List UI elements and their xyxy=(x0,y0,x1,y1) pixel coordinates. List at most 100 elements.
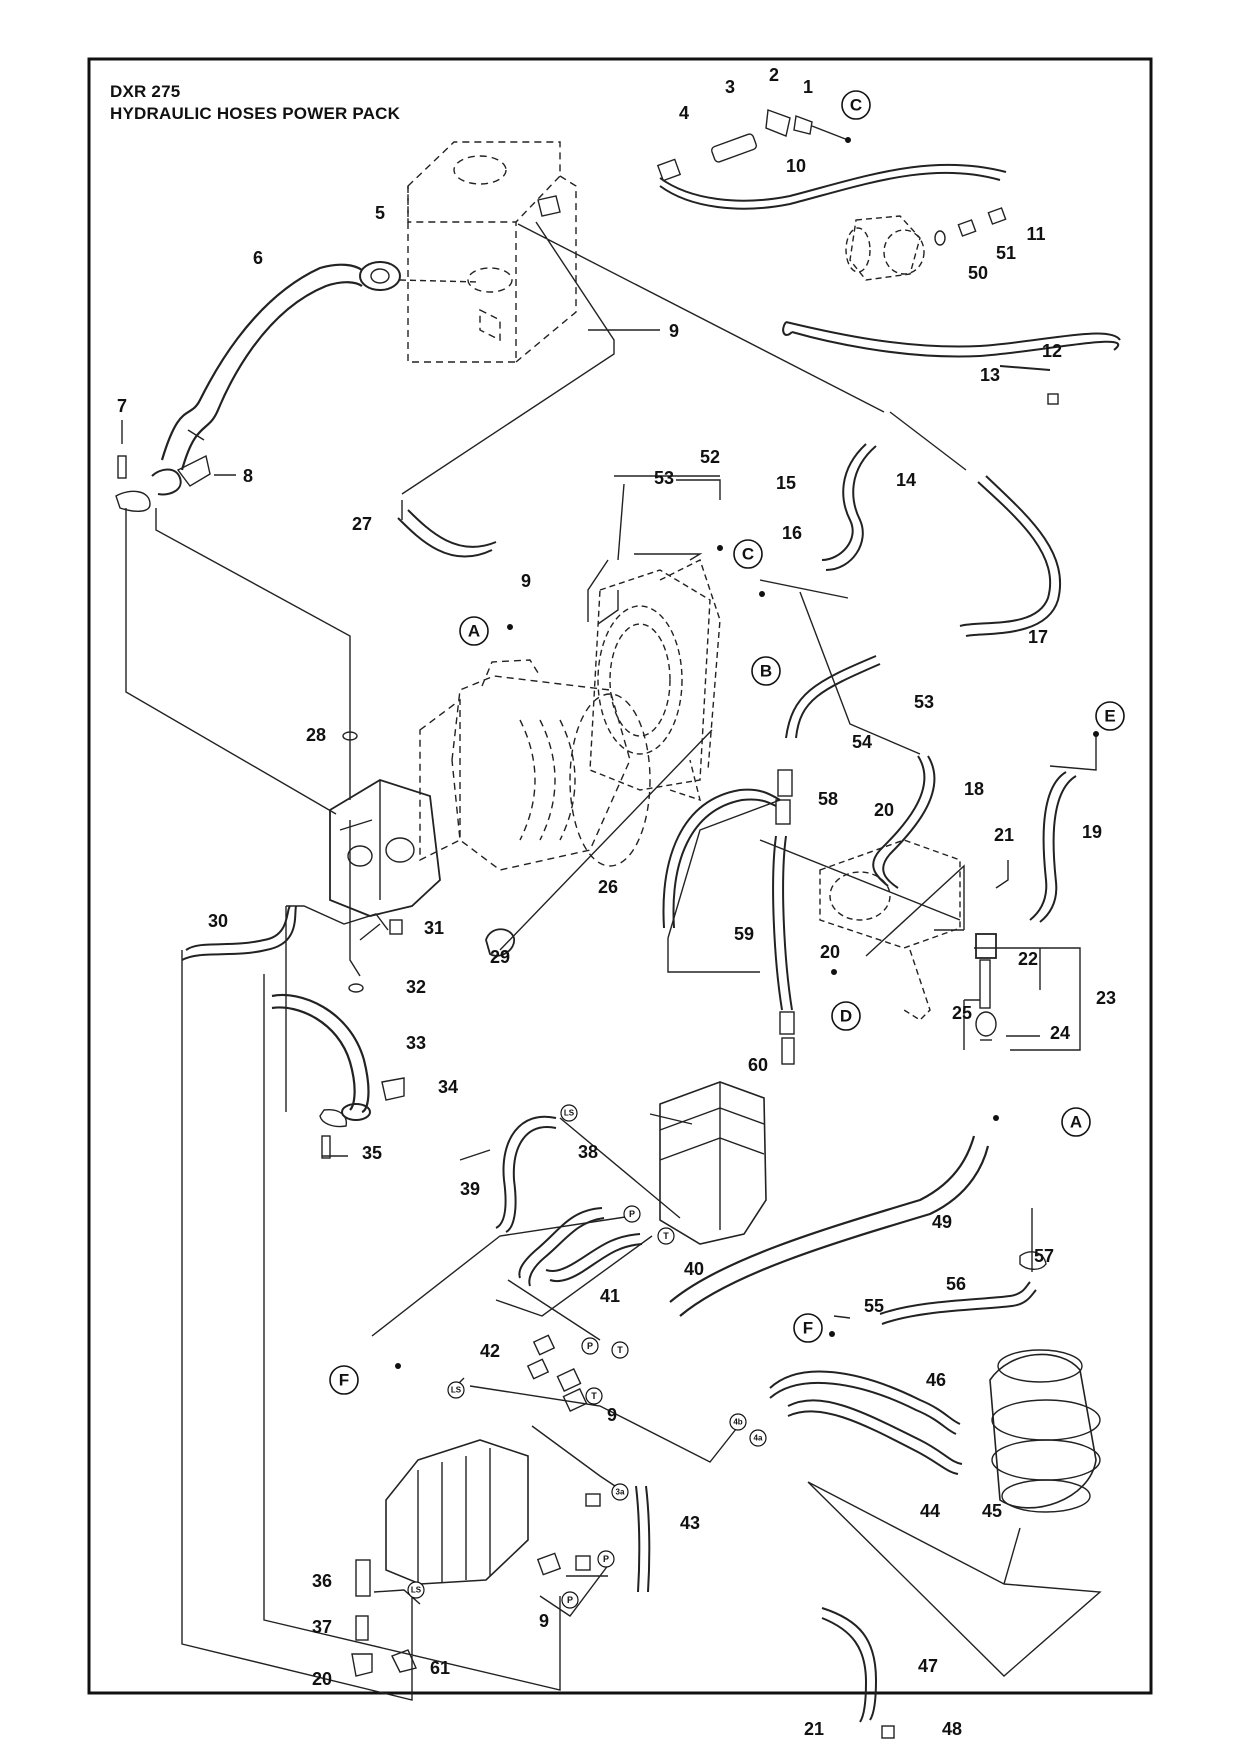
callout-c12: 12 xyxy=(1042,341,1062,361)
callout-c47: 47 xyxy=(918,1656,938,1676)
port-circle xyxy=(560,1104,578,1122)
o-ring-32 xyxy=(348,983,364,993)
callout-c53a: 53 xyxy=(654,468,674,488)
hose-59 xyxy=(772,835,793,1011)
callout-c20c: 20 xyxy=(312,1669,332,1689)
callout-c38: 38 xyxy=(578,1142,598,1162)
ref-letter: F xyxy=(339,1370,349,1389)
hose-43 xyxy=(635,1485,651,1593)
flange-34 xyxy=(319,1077,405,1159)
port-text: T xyxy=(663,1231,669,1241)
callout-c55: 55 xyxy=(864,1296,884,1316)
ref-circle-outline xyxy=(733,539,763,569)
oil-cooler-fan xyxy=(589,559,721,802)
port-text: LS xyxy=(564,1109,575,1118)
ref-circle-outline xyxy=(1095,701,1125,731)
callout-c56: 56 xyxy=(946,1274,966,1294)
callout-c3: 3 xyxy=(725,77,735,97)
port-pLS1: LS xyxy=(560,1104,578,1122)
fitting-31 xyxy=(389,919,403,935)
hose-56 xyxy=(879,1281,1037,1325)
port-p3a: 3a xyxy=(611,1483,629,1501)
tank-fitting xyxy=(537,195,561,217)
callout-c30: 30 xyxy=(208,911,228,931)
callout-c49: 49 xyxy=(932,1212,952,1232)
port-text: LS xyxy=(411,1586,422,1595)
port-circle xyxy=(561,1591,579,1609)
port-pT3: T xyxy=(585,1387,603,1405)
drawing-frame xyxy=(87,57,1153,1695)
hose-18 xyxy=(872,755,936,889)
hose-19 xyxy=(1029,771,1077,923)
hose-47 xyxy=(821,1607,878,1723)
port-text: 3a xyxy=(616,1488,625,1497)
callout-c29: 29 xyxy=(490,947,510,967)
port-circle xyxy=(657,1227,675,1245)
leader-lines xyxy=(125,221,1102,1701)
port-circle xyxy=(581,1337,599,1355)
callout-c39: 39 xyxy=(460,1179,480,1199)
fitting-48 xyxy=(881,1725,895,1739)
callout-c18: 18 xyxy=(964,779,984,799)
electric-motor xyxy=(419,659,651,871)
callout-c8: 8 xyxy=(243,466,253,486)
port-text: T xyxy=(591,1391,597,1401)
priority-valve-dashed xyxy=(819,839,961,1021)
fittings-36-37-20-61 xyxy=(351,1559,417,1677)
callout-c20b: 20 xyxy=(820,942,840,962)
ref-circle-outline xyxy=(841,90,871,120)
hose-49 xyxy=(669,1135,990,1317)
ref-letter: A xyxy=(468,621,480,640)
port-text: LS xyxy=(451,1386,462,1395)
callout-c9d: 9 xyxy=(539,1611,549,1631)
callout-c32: 32 xyxy=(406,977,426,997)
fittings-1-4 xyxy=(656,109,849,182)
callout-c51: 51 xyxy=(996,243,1016,263)
fittings-58-60 xyxy=(775,769,795,1065)
ref-circle-rC2: C xyxy=(733,539,763,569)
hose-13 xyxy=(782,321,1121,371)
ref-letter: C xyxy=(742,544,754,563)
suction-hose-6 xyxy=(160,263,363,471)
flange-5 xyxy=(359,261,481,291)
callout-c4: 4 xyxy=(679,103,689,123)
port-circle xyxy=(623,1205,641,1223)
leader-dots xyxy=(395,137,1099,1369)
callout-c16: 16 xyxy=(782,523,802,543)
fittings-11-51 xyxy=(934,207,1007,246)
callout-c10: 10 xyxy=(786,156,806,176)
flange-8 xyxy=(115,454,211,512)
ref-circle-rA1: A xyxy=(459,616,489,646)
ref-circle-outline xyxy=(831,1001,861,1031)
hose-40-41 xyxy=(518,1207,643,1287)
port-circle xyxy=(611,1483,629,1501)
ref-circle-outline xyxy=(459,616,489,646)
o-ring-28 xyxy=(342,731,358,741)
port-text: 4b xyxy=(733,1418,742,1427)
port-p4b: 4b xyxy=(729,1413,747,1431)
callout-c33: 33 xyxy=(406,1033,426,1053)
callout-c11: 11 xyxy=(1026,224,1045,244)
port-pT1: T xyxy=(657,1227,675,1245)
callout-c27: 27 xyxy=(352,514,372,534)
callout-c9a: 9 xyxy=(669,321,679,341)
callout-c28: 28 xyxy=(306,725,326,745)
port-circle xyxy=(597,1550,615,1568)
callout-c7: 7 xyxy=(117,396,127,416)
callout-c45: 45 xyxy=(982,1501,1002,1521)
fitting-29 xyxy=(485,928,515,957)
ref-circle-rA2: A xyxy=(1061,1107,1091,1137)
callout-c25: 25 xyxy=(952,1003,972,1023)
callout-c9c: 9 xyxy=(607,1405,617,1425)
callout-c5: 5 xyxy=(375,203,385,223)
ref-circle-outline xyxy=(1061,1107,1091,1137)
ref-circle-rF1: F xyxy=(793,1313,823,1343)
callout-c41: 41 xyxy=(600,1286,620,1306)
port-text: P xyxy=(567,1595,573,1605)
callout-c61: 61 xyxy=(430,1658,450,1678)
port-circle xyxy=(407,1581,425,1599)
port-p4a: 4a xyxy=(749,1429,767,1447)
port-text: P xyxy=(603,1554,609,1564)
